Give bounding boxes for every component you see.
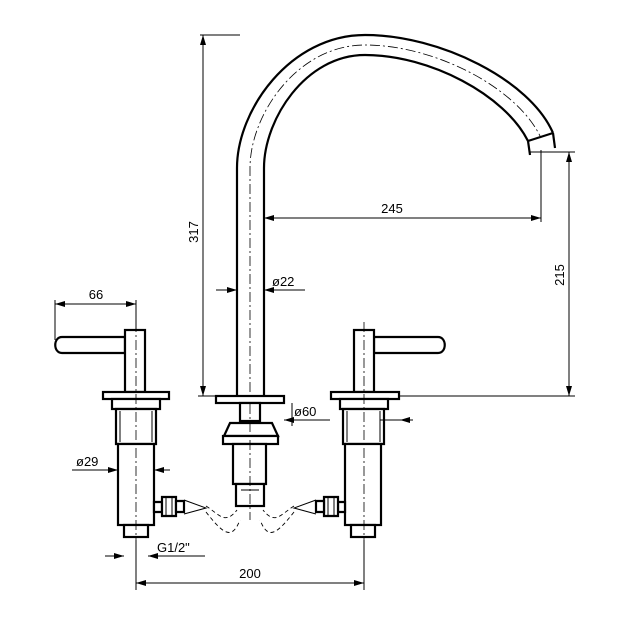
dim-height-total: 317 bbox=[186, 221, 201, 243]
hoses bbox=[205, 505, 295, 533]
dim-thread: G1/2" bbox=[157, 540, 190, 555]
dimension-labels: 317 245 215 66 ø22 ø60 ø29 G1/2" 200 bbox=[76, 201, 567, 581]
right-valve bbox=[292, 322, 446, 540]
dim-center-distance: 200 bbox=[239, 566, 261, 581]
left-valve bbox=[54, 322, 208, 540]
dim-spout-height: 215 bbox=[552, 264, 567, 286]
dim-body-diameter: ø29 bbox=[76, 454, 98, 469]
dim-handle-width: 66 bbox=[89, 287, 103, 302]
dim-spout-diameter: ø22 bbox=[272, 274, 294, 289]
spout-base bbox=[214, 394, 286, 520]
spout bbox=[235, 33, 557, 396]
dimension-lines bbox=[54, 34, 575, 590]
dim-base-diameter: ø60 bbox=[294, 404, 316, 419]
dim-spout-reach: 245 bbox=[381, 201, 403, 216]
